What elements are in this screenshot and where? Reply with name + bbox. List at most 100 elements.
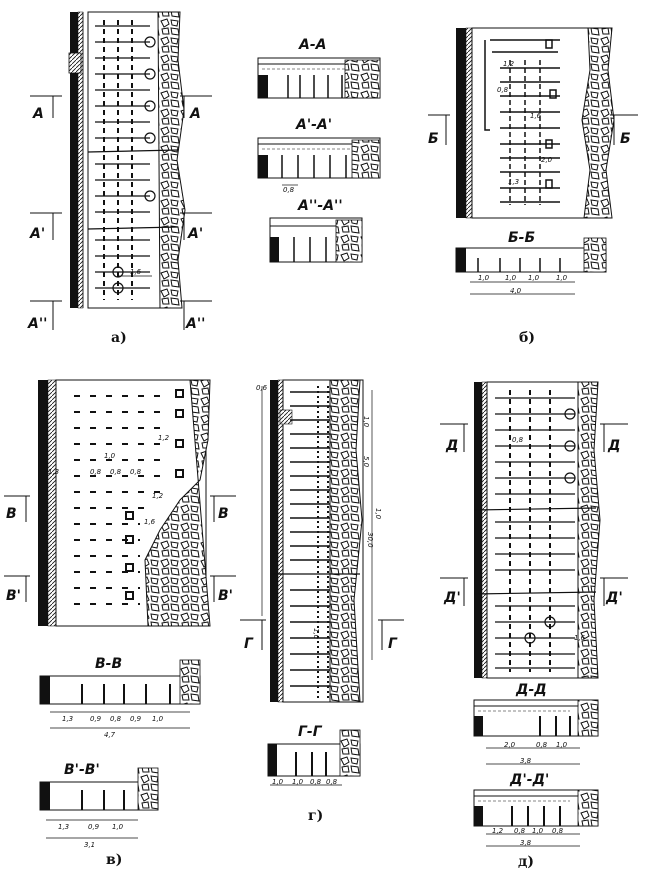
panel-v-section-marks: В В В' В' — [4, 495, 236, 604]
section-dim: 1,0 — [478, 274, 490, 282]
panel-v-dim: 0,8 — [110, 468, 122, 476]
section-d1-d1: Д'-Д' 1,2 0,8 1,0 0,8 3,8 — [473, 772, 599, 847]
panel-d-plan: 0,8 1,6 — [473, 381, 601, 679]
panel-g: 0,6 1,0 5,0 1,0 30,0 1,0 Г Г Г-Г 1,0 1,0… — [240, 379, 404, 824]
section-mark: Д — [607, 438, 620, 454]
section-mark: Д' — [443, 590, 461, 606]
panel-g-dim: 30,0 — [366, 532, 374, 548]
panel-b-dim: 0,8 — [497, 86, 509, 94]
section-dim: 0,8 — [283, 186, 295, 194]
section-mark: А'' — [185, 316, 205, 332]
section-mark: В — [6, 506, 17, 522]
section-mark: Г — [388, 636, 398, 652]
section-dim: 0,8 — [514, 827, 526, 835]
section-mark: Б — [620, 131, 631, 147]
section-dim: 1,0 — [152, 715, 164, 723]
section-dim: 3,1 — [84, 841, 95, 849]
panel-d-caption: д) — [518, 854, 534, 870]
panel-d-dim: 1,6 — [574, 634, 586, 642]
panel-g-dim: 5,0 — [362, 456, 370, 468]
section-dim: 0,8 — [536, 741, 548, 749]
section-dim: 3,8 — [520, 839, 532, 847]
section-dim: 1,0 — [292, 778, 304, 786]
panel-a-props — [95, 20, 156, 300]
section-mark: А' — [29, 226, 45, 242]
panel-g-dim: 1,0 — [362, 416, 370, 428]
section-mark: А'' — [27, 316, 47, 332]
section-a1-a1: А'-А' 0,8 — [257, 117, 381, 194]
panel-a-section-marks: А А А' А' А'' А'' — [27, 95, 212, 332]
panel-g-dim: 1,0 — [312, 628, 320, 640]
section-dim: 1,0 — [112, 823, 124, 831]
panel-g-dim: 1,0 — [374, 508, 382, 520]
section-a-a: А-А — [257, 37, 381, 99]
panel-v-dim: 1,2 — [152, 492, 164, 500]
section-dim: 1,0 — [532, 827, 544, 835]
section-dim: 1,0 — [272, 778, 284, 786]
section-v1-v1: В'-В' 1,3 0,9 1,0 3,1 — [39, 762, 159, 849]
section-title: Д'-Д' — [509, 772, 549, 788]
panel-g-caption: г) — [308, 808, 323, 824]
panel-b-dim: 1,3 — [508, 178, 519, 186]
section-dim: 1,2 — [492, 827, 504, 835]
panel-v: 1,3 0,8 0,8 0,8 1,2 1,0 1,2 1,6 В В В' В… — [4, 379, 236, 868]
panel-a-plan: 1,6 — [68, 11, 186, 309]
section-dim: 4,0 — [510, 287, 522, 295]
panel-a-caption: а) — [111, 330, 127, 346]
section-title: В'-В' — [64, 762, 100, 778]
section-mark: А' — [187, 226, 203, 242]
panel-b-dim: 1,6 — [530, 112, 542, 120]
section-title: А''-А'' — [297, 198, 343, 214]
section-v-v: В-В 1,3 0,9 0,8 0,9 1,0 4,7 — [39, 656, 201, 739]
panel-b-section-marks: Б Б — [428, 114, 638, 147]
section-dim: 1,3 — [62, 715, 73, 723]
section-g-g: Г-Г 1,0 1,0 0,8 0,8 — [267, 724, 361, 786]
section-dim: 1,3 — [58, 823, 69, 831]
panel-d-section-marks: Д Д Д' Д' — [440, 423, 628, 606]
section-mark: Г — [244, 636, 254, 652]
section-title: Б-Б — [508, 230, 535, 246]
panel-v-dim: 1,3 — [48, 468, 59, 476]
section-mark: В — [218, 506, 229, 522]
panel-a-dim: 1,6 — [130, 268, 142, 276]
panel-v-dim: 1,2 — [158, 434, 170, 442]
panel-b-dim: 1,2 — [503, 60, 515, 68]
section-mark: В' — [6, 588, 21, 604]
section-dim: 1,0 — [556, 741, 568, 749]
section-dim: 0,8 — [326, 778, 338, 786]
panel-v-dim: 0,8 — [130, 468, 142, 476]
section-b-b: Б-Б 1,0 1,0 1,0 1,0 4,0 — [455, 230, 607, 295]
section-title: Г-Г — [298, 724, 323, 740]
section-dim: 0,9 — [130, 715, 142, 723]
section-title: А-А — [298, 37, 326, 53]
panel-b: 1,2 0,8 1,6 2,0 1,3 Б Б Б-Б 1,0 1,0 1,0 … — [428, 27, 638, 346]
panel-v-dim: 0,8 — [90, 468, 102, 476]
section-title: А'-А' — [295, 117, 332, 133]
section-mark: А — [32, 106, 44, 122]
panel-v-plan: 1,3 0,8 0,8 0,8 1,2 1,0 1,2 1,6 — [38, 379, 211, 627]
section-dim: 1,0 — [505, 274, 517, 282]
panel-g-plan: 0,6 1,0 5,0 1,0 30,0 1,0 — [256, 379, 382, 703]
panel-a: 1,6 А А А' А' А'' А'' а) А-А — [27, 11, 381, 346]
section-title: В-В — [95, 656, 122, 672]
panel-b-caption: б) — [519, 330, 535, 346]
section-dim: 0,9 — [90, 715, 102, 723]
panel-g-section-marks: Г Г — [240, 619, 404, 652]
section-dim: 0,8 — [552, 827, 564, 835]
section-mark: В' — [218, 588, 233, 604]
section-dim: 0,8 — [310, 778, 322, 786]
panel-g-dim: 0,6 — [256, 384, 268, 392]
section-a2-a2: А''-А'' — [269, 198, 363, 263]
section-mark: Д' — [605, 590, 623, 606]
panel-v-dim: 1,6 — [144, 518, 156, 526]
section-dim: 4,7 — [104, 731, 116, 739]
section-dim: 0,9 — [88, 823, 100, 831]
section-mark: Д — [445, 438, 458, 454]
panel-b-plan: 1,2 0,8 1,6 2,0 1,3 — [456, 27, 615, 219]
section-dim: 2,0 — [504, 741, 516, 749]
panel-v-dim: 1,0 — [104, 452, 116, 460]
section-mark: Б — [428, 131, 439, 147]
section-title: Д-Д — [515, 682, 547, 698]
section-dim: 0,8 — [110, 715, 122, 723]
